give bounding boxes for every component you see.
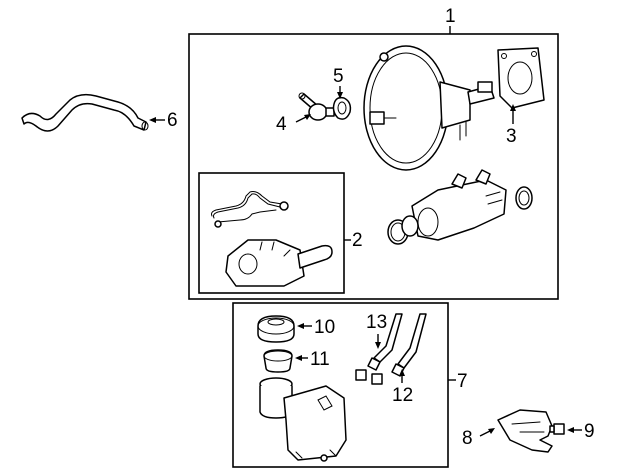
arrowhead-12 xyxy=(399,369,405,376)
seal-ring-icon xyxy=(515,186,533,210)
callout-8[interactable]: 8 xyxy=(462,428,473,449)
callout-12[interactable]: 12 xyxy=(392,385,413,406)
callout-4[interactable]: 4 xyxy=(276,114,287,135)
arrowhead-8 xyxy=(488,428,495,434)
brake-lines-icon xyxy=(211,191,289,228)
bolt-icon xyxy=(549,423,565,435)
callout-3[interactable]: 3 xyxy=(506,126,517,147)
arrowhead-13 xyxy=(375,342,381,349)
booster-gasket-icon xyxy=(497,47,545,109)
callout-2[interactable]: 2 xyxy=(352,230,363,251)
callout-10[interactable]: 10 xyxy=(314,317,335,338)
master-cylinder-icon xyxy=(225,239,333,287)
arrowhead-3 xyxy=(510,104,516,111)
o-ring-icon xyxy=(387,215,419,245)
booster-assembly-frame xyxy=(188,33,559,300)
arrowhead-11 xyxy=(295,355,302,361)
callout-13[interactable]: 13 xyxy=(366,312,387,333)
callout-6[interactable]: 6 xyxy=(167,110,178,131)
reservoir-assembly-frame xyxy=(232,302,449,468)
callout-7[interactable]: 7 xyxy=(457,371,468,392)
arrowhead-10 xyxy=(297,323,304,329)
arrowhead-5 xyxy=(337,92,343,99)
brake-booster-icon xyxy=(363,45,495,171)
callout-11[interactable]: 11 xyxy=(310,349,330,370)
arrowhead-6 xyxy=(149,117,156,123)
vacuum-hose-icon xyxy=(21,93,149,132)
check-valve-icon xyxy=(298,92,335,121)
master-cylinder-body-icon xyxy=(411,169,507,241)
mounting-bracket-icon xyxy=(497,409,553,453)
grommet-icon xyxy=(332,96,352,120)
reservoir-cap-icon xyxy=(257,315,295,343)
strainer-icon xyxy=(263,349,293,373)
callout-5[interactable]: 5 xyxy=(333,66,344,87)
arrowhead-4 xyxy=(304,114,311,120)
callout-1[interactable]: 1 xyxy=(445,6,456,27)
master-cylinder-subframe xyxy=(198,172,345,294)
arrowhead-9 xyxy=(567,427,574,433)
callout-9[interactable]: 9 xyxy=(584,421,595,442)
reservoir-tank-icon xyxy=(259,377,347,462)
